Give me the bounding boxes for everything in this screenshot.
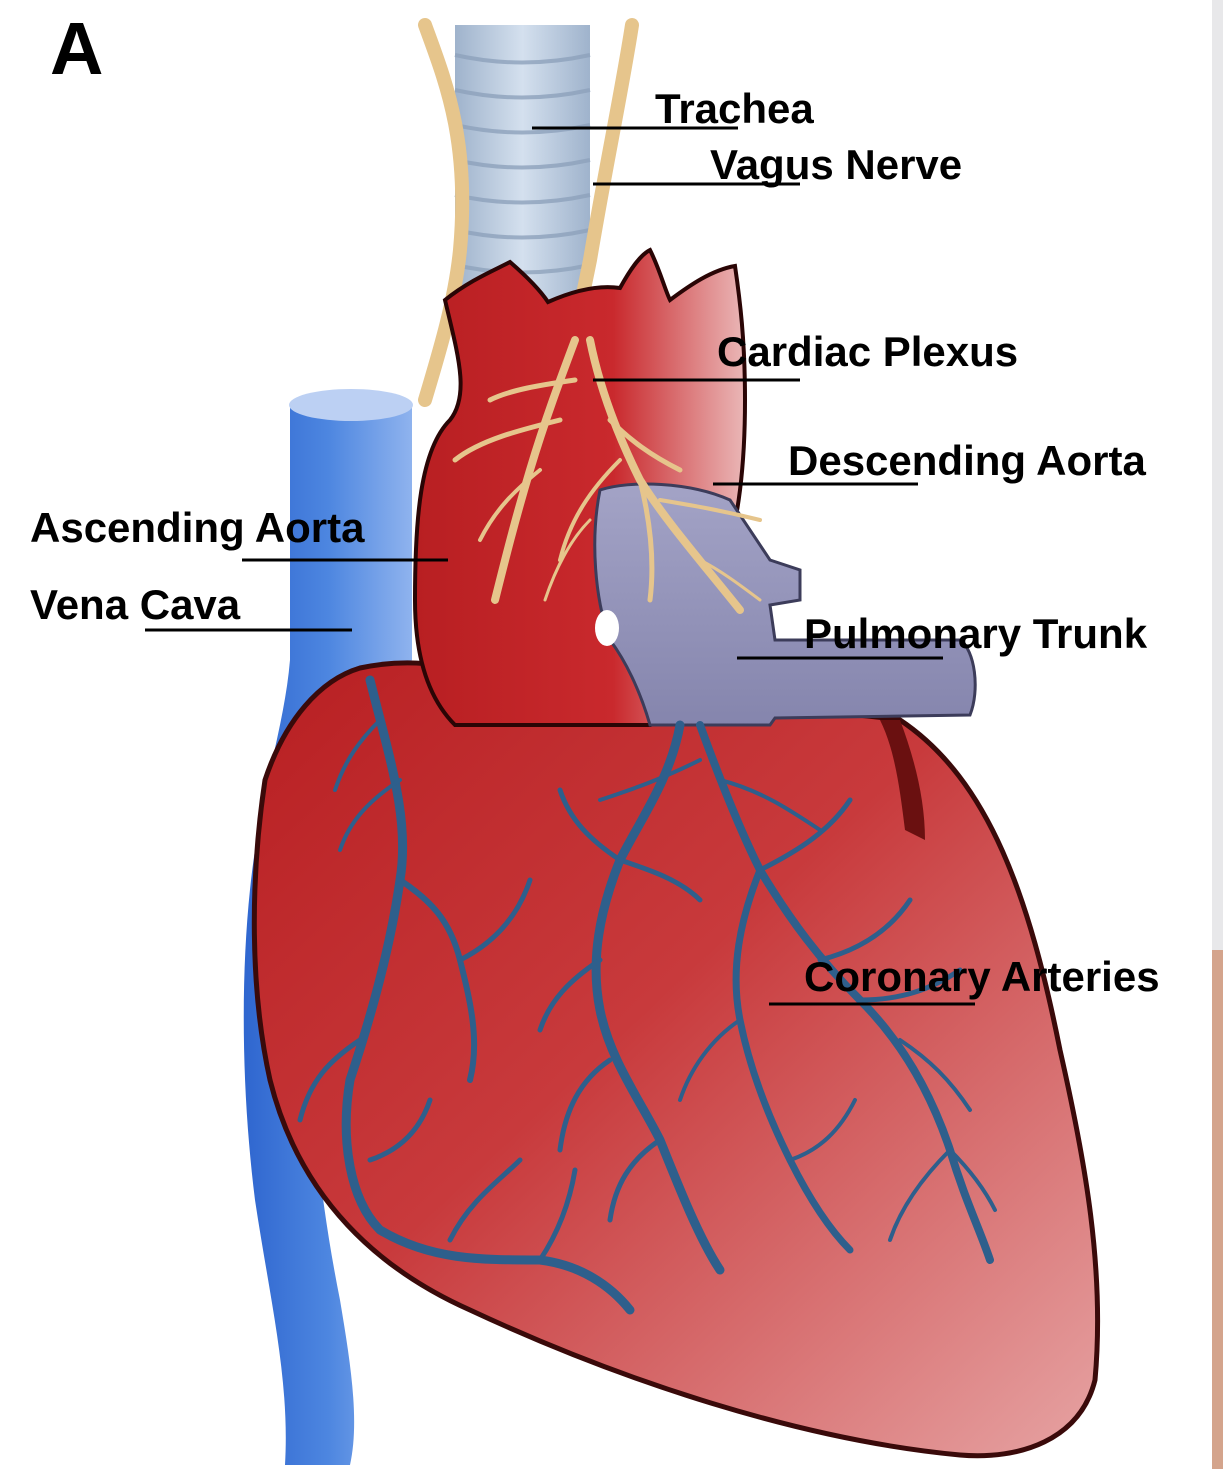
label-ascending-aorta: Ascending Aorta (30, 507, 364, 549)
label-cardiac-plexus: Cardiac Plexus (717, 331, 1018, 373)
label-coronary-arteries: Coronary Arteries (804, 956, 1160, 998)
pulmonary-trunk (595, 484, 975, 725)
label-pulmonary-trunk: Pulmonary Trunk (804, 613, 1147, 655)
label-descending-aorta: Descending Aorta (788, 440, 1146, 482)
right-edge-strip-lower (1212, 950, 1223, 1469)
label-vena-cava: Vena Cava (30, 584, 240, 626)
label-vagus-nerve: Vagus Nerve (710, 144, 962, 186)
label-trachea: Trachea (655, 88, 814, 130)
panel-label: A (50, 12, 103, 86)
heart-body (254, 663, 1097, 1456)
